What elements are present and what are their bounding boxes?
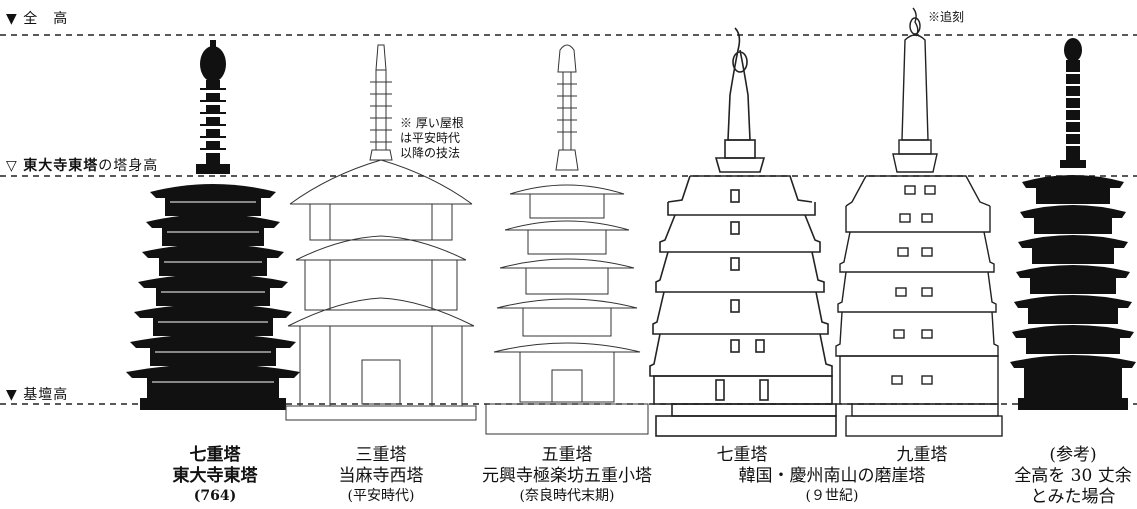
taimadera-west-pagoda-drawing [285, 44, 477, 421]
thick-roof-note: ※ 厚い屋根 は平安時代 以降の技法 [400, 116, 464, 160]
reference-pagoda-drawing [1010, 38, 1136, 410]
body-height-label: ▽ 東大寺東塔の塔身高 [6, 158, 159, 174]
full-height-label: ▼ 全 高 [6, 11, 69, 27]
caption-taimadera: 三重塔 当麻寺西塔 (平安時代) [338, 445, 424, 504]
korea-seven-story-cliff-pagoda-drawing [649, 27, 837, 437]
gangoji-five-story-pagoda-drawing [485, 44, 649, 435]
caption-seven-story-korea: 七重塔 [716, 445, 768, 465]
caption-gangoji: 五重塔 元興寺極楽坊五重小塔 (奈良時代末期) [482, 445, 652, 504]
recarved-note: ※追刻 [928, 10, 965, 24]
caption-korea-cliff: 韓国・慶州南山の磨崖塔 (９世紀) [738, 466, 926, 504]
caption-todaiji: 七重塔 東大寺東塔 (764) [172, 445, 258, 504]
todaiji-east-pagoda-drawing [126, 40, 300, 410]
base-height-label: ▼ 基壇高 [6, 387, 69, 403]
caption-reference: (参考) 全高を 30 丈余 とみた場合 [1014, 445, 1132, 507]
korea-nine-story-cliff-pagoda-drawing [835, 7, 1003, 437]
caption-nine-story-korea: 九重塔 [896, 445, 948, 465]
